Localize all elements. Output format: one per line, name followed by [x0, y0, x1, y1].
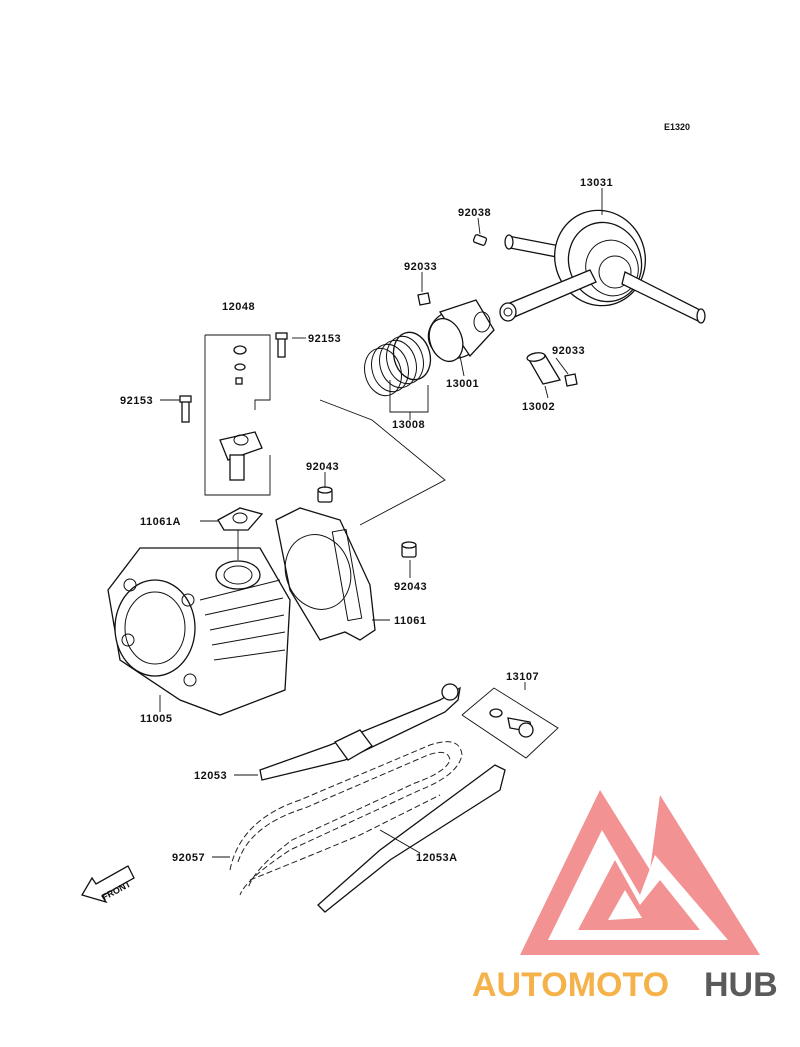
front-arrow-icon: FRONT	[81, 865, 135, 904]
bolt-92153-right-part	[275, 332, 288, 358]
watermark-part2: HUB	[704, 966, 778, 1004]
clip-92038-part	[472, 234, 488, 246]
watermark-text: AUTOMOTO HUB	[472, 966, 778, 1004]
part-labels: 13031 92038 92033 12048 92153 92153 1300…	[120, 177, 613, 864]
clip-92033-lower-part	[564, 373, 578, 387]
label-92038: 92038	[458, 207, 491, 219]
watermark-part1: AUTOMOTO	[472, 966, 669, 1004]
guide-bolt-assembly-part	[461, 687, 559, 759]
label-11061a: 11061A	[140, 516, 181, 528]
chain-guide-12053a-part	[317, 764, 506, 913]
label-92043-lower: 92043	[394, 581, 427, 593]
label-92153-right: 92153	[308, 333, 341, 345]
crankshaft-part	[499, 209, 706, 324]
bolt-92153-left-part	[179, 395, 192, 423]
label-92033-upper: 92033	[404, 261, 437, 273]
clip-92033-upper-part	[417, 292, 431, 306]
cam-chain-part	[229, 741, 463, 896]
label-92057: 92057	[172, 852, 205, 864]
piston-pin-part	[526, 352, 562, 385]
dowel-92043-lower-part	[401, 541, 417, 558]
label-11005: 11005	[140, 713, 172, 725]
label-11061: 11061	[394, 615, 426, 627]
label-13001: 13001	[446, 378, 479, 390]
cylinder-gasket-part	[275, 507, 376, 641]
gasket-11061a-part	[217, 507, 264, 531]
label-12048: 12048	[222, 301, 255, 313]
chain-guide-12053-part	[259, 683, 461, 781]
label-12053: 12053	[194, 770, 227, 782]
label-13002: 13002	[522, 401, 555, 413]
label-13031: 13031	[580, 177, 613, 189]
leader-lines	[159, 188, 603, 858]
label-13008: 13008	[392, 419, 425, 431]
label-92043-upper: 92043	[306, 461, 339, 473]
piston-part	[427, 299, 495, 363]
dowel-92043-upper-part	[317, 486, 333, 503]
label-12053a: 12053A	[416, 852, 458, 864]
piston-rings-part	[364, 331, 432, 397]
cylinder-block-part	[107, 547, 291, 716]
label-13107: 13107	[506, 671, 539, 683]
label-92153-left: 92153	[120, 395, 153, 407]
watermark-logo-icon	[520, 790, 760, 955]
label-92033-lower: 92033	[552, 345, 585, 357]
diagram-code: E1320	[664, 122, 690, 132]
tensioner-assembly-part	[204, 334, 271, 496]
